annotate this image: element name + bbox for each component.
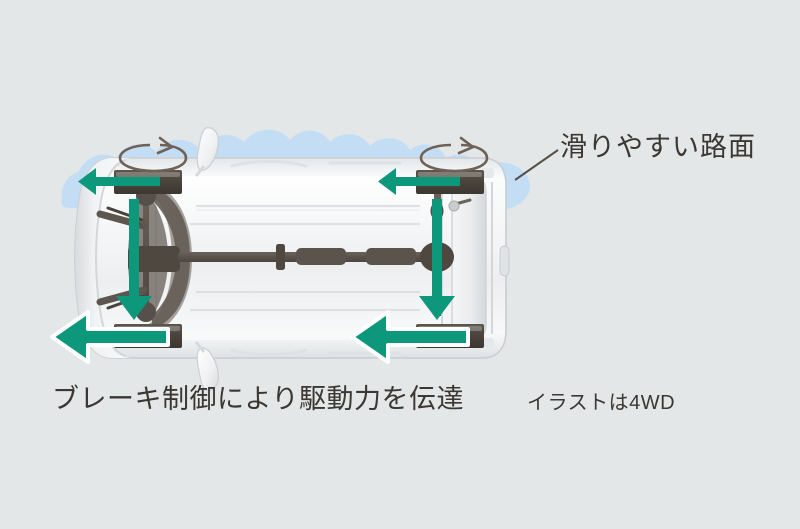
mirror-left-arm (194, 165, 206, 177)
tailgate-panel (451, 171, 487, 345)
transfer-case (128, 246, 180, 272)
arrow-rear-brake-transfer (419, 199, 455, 320)
propshaft-center-bearing (276, 244, 285, 270)
arrow-front-right-drive (50, 310, 170, 364)
roof-ribs-highlight (196, 209, 420, 297)
engine-block-shadow (146, 186, 192, 330)
arrow-front-left-drive (78, 168, 160, 195)
rear-suspension-bush (448, 200, 460, 212)
propshaft-segment-rear (366, 248, 416, 265)
arrow-rear-right-drive (350, 310, 470, 364)
mirror-right (196, 347, 220, 391)
roof-ribs (190, 204, 420, 312)
vehicle-body (74, 157, 510, 359)
mirror-left (196, 127, 220, 171)
propshaft-segment-front (296, 248, 346, 265)
front-nose (75, 158, 132, 358)
force-arrows (50, 168, 470, 364)
arrow-front-brake-transfer (116, 199, 152, 320)
arrow-rear-left-drive (378, 168, 460, 195)
illustration-note: イラストは4WD (527, 392, 676, 414)
upper-flank-details (230, 160, 402, 168)
spin-indicators (118, 136, 489, 173)
diagram-caption: ブレーキ制御により駆動力を伝達 (52, 384, 464, 414)
spin-indicator-rear-left (419, 136, 489, 173)
mirror-right-arm (194, 341, 206, 353)
slippery-surface-label: 滑りやすい路面 (560, 132, 756, 162)
slippery-label-leader-line (514, 149, 559, 181)
rear-door-handle (499, 245, 510, 277)
side-mirrors (194, 127, 220, 391)
spin-indicator-front-left (118, 136, 188, 173)
